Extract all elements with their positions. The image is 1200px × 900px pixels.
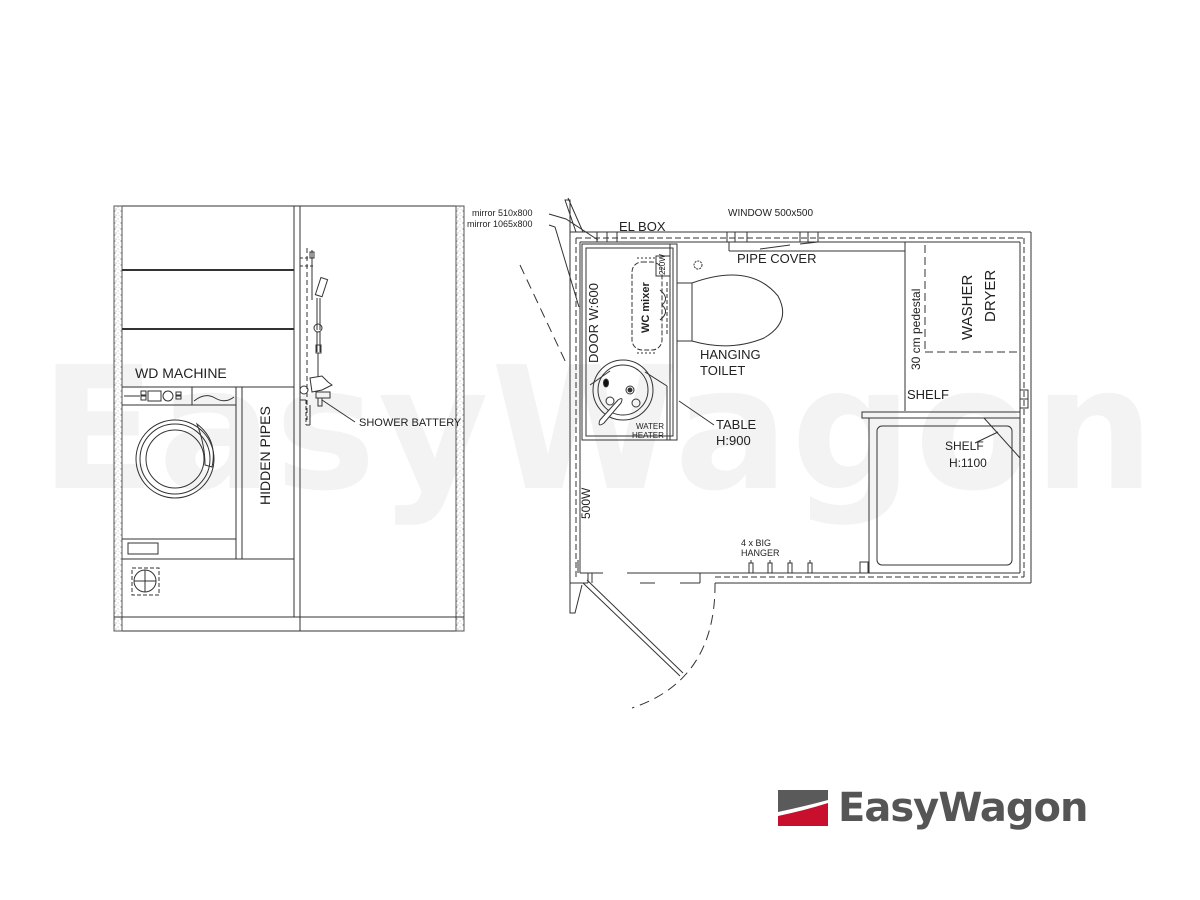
water-heater-label-2: HEATER bbox=[632, 431, 664, 440]
hanging-toilet-label-1: HANGING bbox=[700, 347, 761, 362]
logo-mark-icon bbox=[778, 790, 828, 826]
hanging-toilet-label-2: TOILET bbox=[700, 363, 746, 378]
shelf-label: SHELF bbox=[907, 387, 949, 402]
wc-mixer-label: WC mixer bbox=[640, 282, 652, 333]
el-box-label: EL BOX bbox=[619, 219, 666, 234]
dryer-label: DRYER bbox=[982, 269, 999, 322]
logo-text: EasyWagon bbox=[838, 785, 1088, 831]
table-label-2: H:900 bbox=[716, 433, 751, 448]
hanger-label-2: HANGER bbox=[741, 548, 780, 558]
heater-500w-label: 500W bbox=[579, 487, 593, 519]
power-220w-label: 220W bbox=[658, 254, 667, 275]
washer-label: WASHER bbox=[959, 274, 976, 340]
watermark: EasyWagon bbox=[40, 331, 1157, 529]
table-label-1: TABLE bbox=[716, 417, 757, 432]
mirror-510-label: mirror 510x800 bbox=[472, 208, 533, 218]
door-width-label: DOOR W:600 bbox=[586, 283, 601, 363]
wd-machine-label: WD MACHINE bbox=[135, 365, 227, 381]
pipe-cover-label: PIPE COVER bbox=[737, 251, 817, 266]
mirror-1065-label: mirror 1065x800 bbox=[467, 219, 533, 229]
shelf-h1100-label-2: H:1100 bbox=[949, 456, 987, 470]
shelf-h1100-label-1: SHELF bbox=[945, 439, 984, 453]
pedestal-label: 30 cm pedestal bbox=[909, 288, 923, 370]
easywagon-logo: EasyWagon bbox=[778, 785, 1088, 831]
hanger-label-1: 4 x BIG bbox=[741, 538, 772, 548]
water-heater-label-1: WATER bbox=[636, 422, 664, 431]
window-label: WINDOW 500x500 bbox=[728, 208, 814, 219]
shower-battery-label: SHOWER BATTERY bbox=[359, 417, 462, 429]
